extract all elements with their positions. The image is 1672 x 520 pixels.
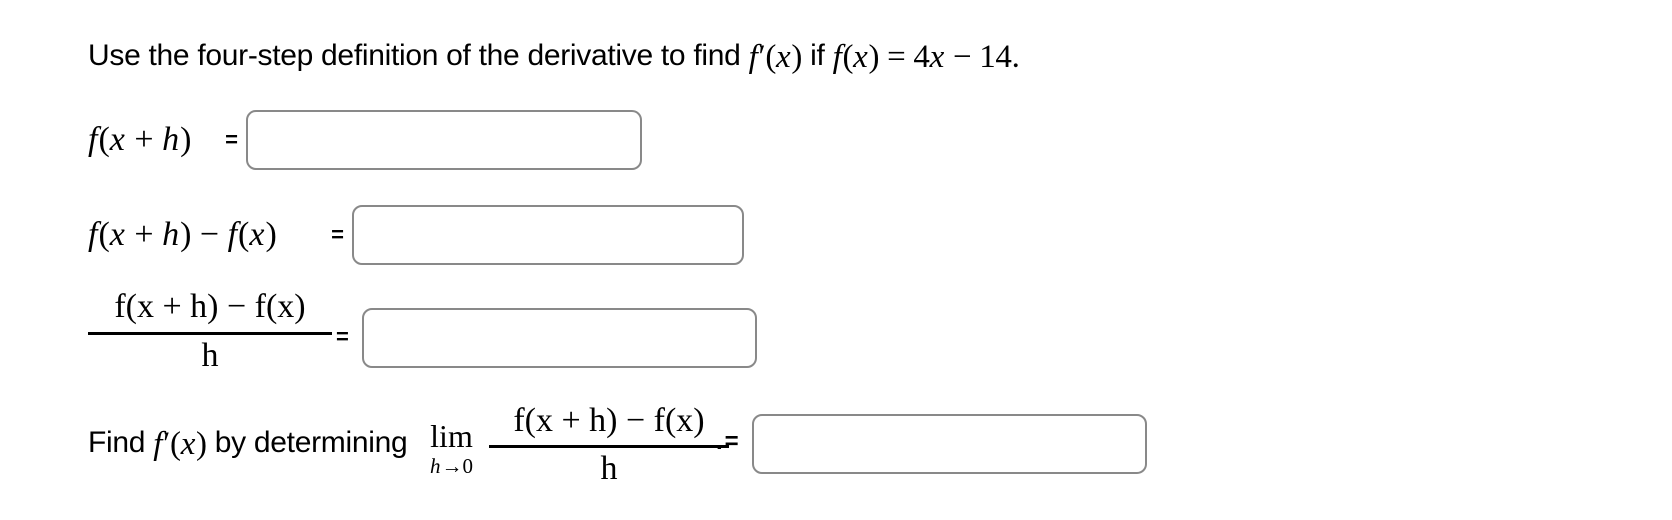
step4-instruction: Find f′(x) by determining — [88, 421, 408, 466]
step4-derivative-notation: f′(x) — [153, 426, 207, 462]
step3-difference-quotient: f(x + h) − f(x) h — [88, 284, 332, 376]
step1-equals-sign: = — [225, 127, 238, 152]
prompt-text-prefix: Use the four-step definition of the deri… — [88, 39, 749, 72]
step3-equals-sign: = — [336, 324, 349, 349]
step2-expression: f(x + h) − f(x) — [88, 216, 277, 253]
limit-subscript: h→0 — [430, 454, 473, 478]
step3-fraction-denominator: h — [201, 337, 219, 374]
step4-fraction-numerator: f(x + h) − f(x) — [489, 399, 729, 448]
step4-period-equals: .= — [716, 428, 741, 455]
derivative-notation: f′(x) — [748, 39, 803, 75]
step4-difference-quotient: f(x + h) − f(x) h — [489, 399, 729, 489]
step2-answer-input[interactable] — [352, 205, 744, 265]
step1-answer-input[interactable] — [246, 110, 642, 170]
limit-operator: lim — [430, 418, 473, 454]
step4-text-prefix: Find — [88, 426, 154, 459]
step3-answer-input[interactable] — [362, 308, 757, 368]
function-definition: f(x) = 4x − 14. — [832, 39, 1020, 75]
step4-answer-input[interactable] — [752, 414, 1147, 474]
step1-label-row: f(x + h) = — [88, 108, 238, 172]
limit-operator-block: lim h→0 — [430, 419, 473, 477]
prompt-text-connector: if — [802, 39, 833, 72]
step4-text-connector: by determining — [206, 426, 408, 459]
step3-fraction-numerator: f(x + h) − f(x) — [88, 284, 332, 335]
step4-fraction-denominator: h — [600, 450, 618, 487]
step2-label-row: f(x + h) − f(x) = — [88, 203, 344, 267]
question-prompt: Use the four-step definition of the deri… — [88, 34, 1020, 79]
step1-expression: f(x + h) — [88, 121, 192, 158]
step2-equals-sign: = — [331, 222, 344, 247]
